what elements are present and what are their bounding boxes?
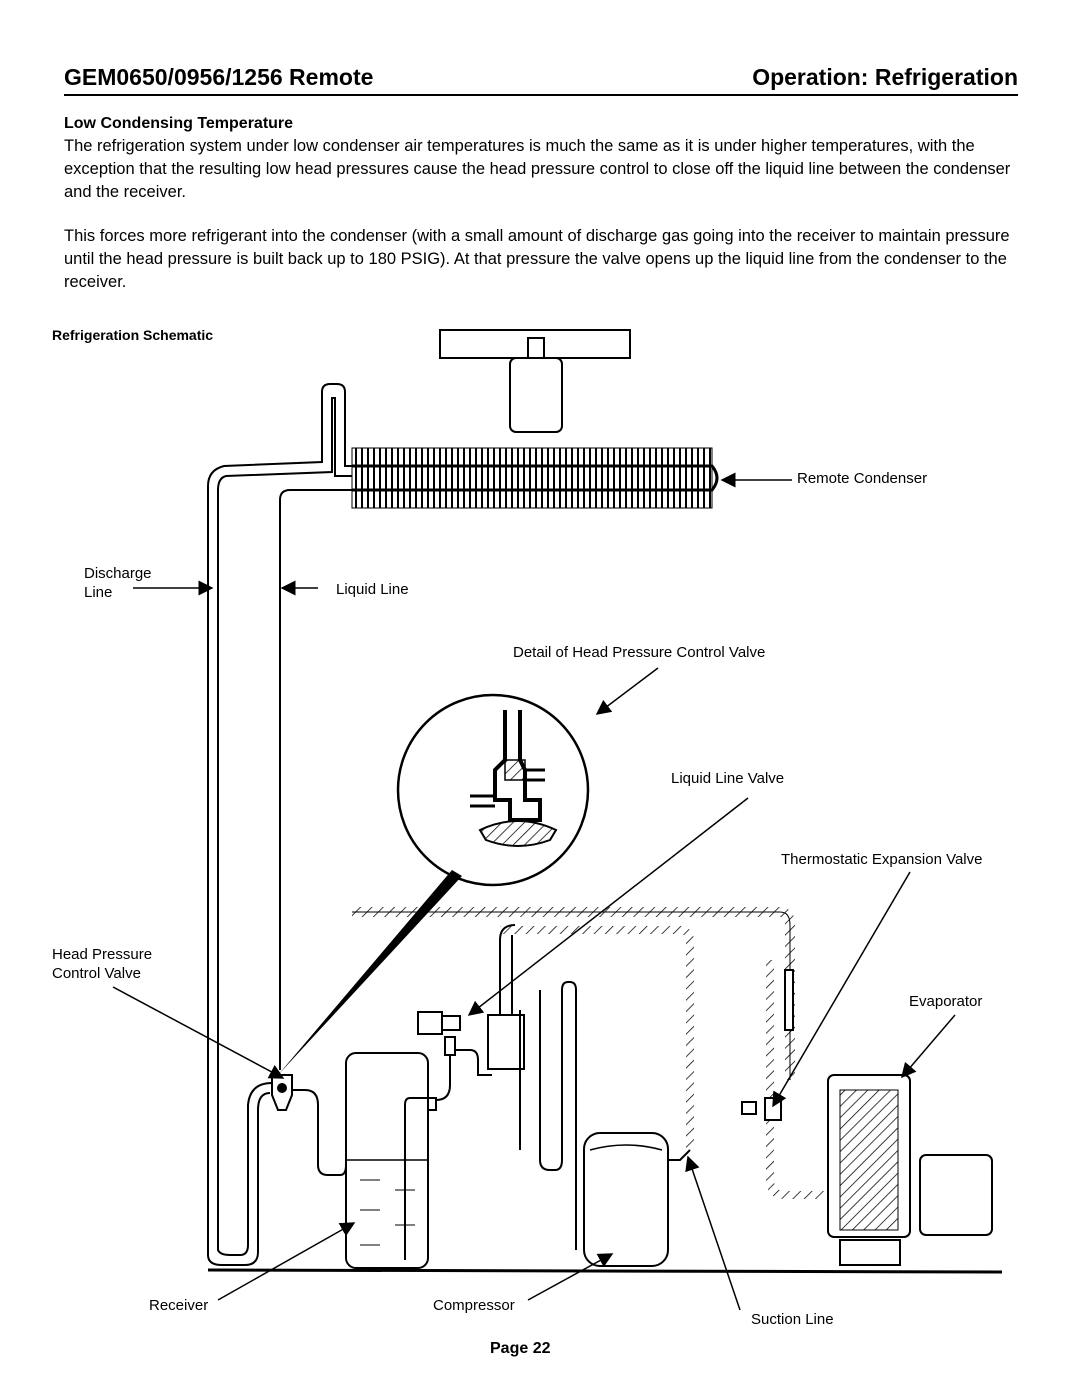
paragraph-1: The refrigeration system under low conde… — [64, 137, 1011, 201]
label-compressor: Compressor — [433, 1297, 515, 1314]
receiver-tank-icon — [345, 1052, 429, 1269]
section-heading: Low Condensing Temperature — [64, 115, 294, 132]
condenser-fan-icon — [439, 329, 631, 433]
ground-line — [207, 1268, 1003, 1274]
label-receiver: Receiver — [149, 1297, 209, 1314]
valve-detail-circle-icon — [396, 693, 590, 887]
label-head-pressure-valve: Head Pressure Control Valve — [52, 946, 153, 982]
schematic-title: Refrigeration Schematic — [52, 327, 214, 343]
evaporator-icon — [827, 1074, 993, 1266]
section-title-header: Operation: Refrigeration — [752, 64, 1018, 90]
label-suction-line: Suction Line — [751, 1311, 834, 1328]
label-txv: Thermostatic Expansion Valve — [781, 851, 983, 868]
detail-pointer-wedge — [278, 870, 462, 1075]
paragraph-2: This forces more refrigerant into the co… — [64, 227, 1010, 291]
label-liquid-line-valve: Liquid Line Valve — [671, 770, 785, 787]
label-liquid-line: Liquid Line — [336, 581, 409, 598]
compressor-icon — [583, 1132, 669, 1267]
label-discharge-line: Discharge Line — [84, 565, 152, 601]
label-evaporator: Evaporator — [909, 993, 983, 1010]
label-detail-valve: Detail of Head Pressure Control Valve — [513, 644, 766, 661]
head-pressure-control-valve-icon — [271, 1074, 293, 1111]
model-title: GEM0650/0956/1256 Remote — [64, 64, 374, 90]
liquid-line-pipe — [279, 489, 352, 1070]
discharge-line-pipe — [207, 383, 352, 1266]
remote-condenser-coil-icon — [351, 447, 719, 509]
filter-drier-icon — [487, 1014, 525, 1070]
page-number: Page 22 — [490, 1340, 551, 1357]
liquid-line-valve-icon — [417, 1011, 461, 1056]
label-remote-condenser: Remote Condenser — [797, 470, 928, 487]
page-header: GEM0650/0956/1256 Remote Operation: Refr… — [64, 64, 1018, 96]
